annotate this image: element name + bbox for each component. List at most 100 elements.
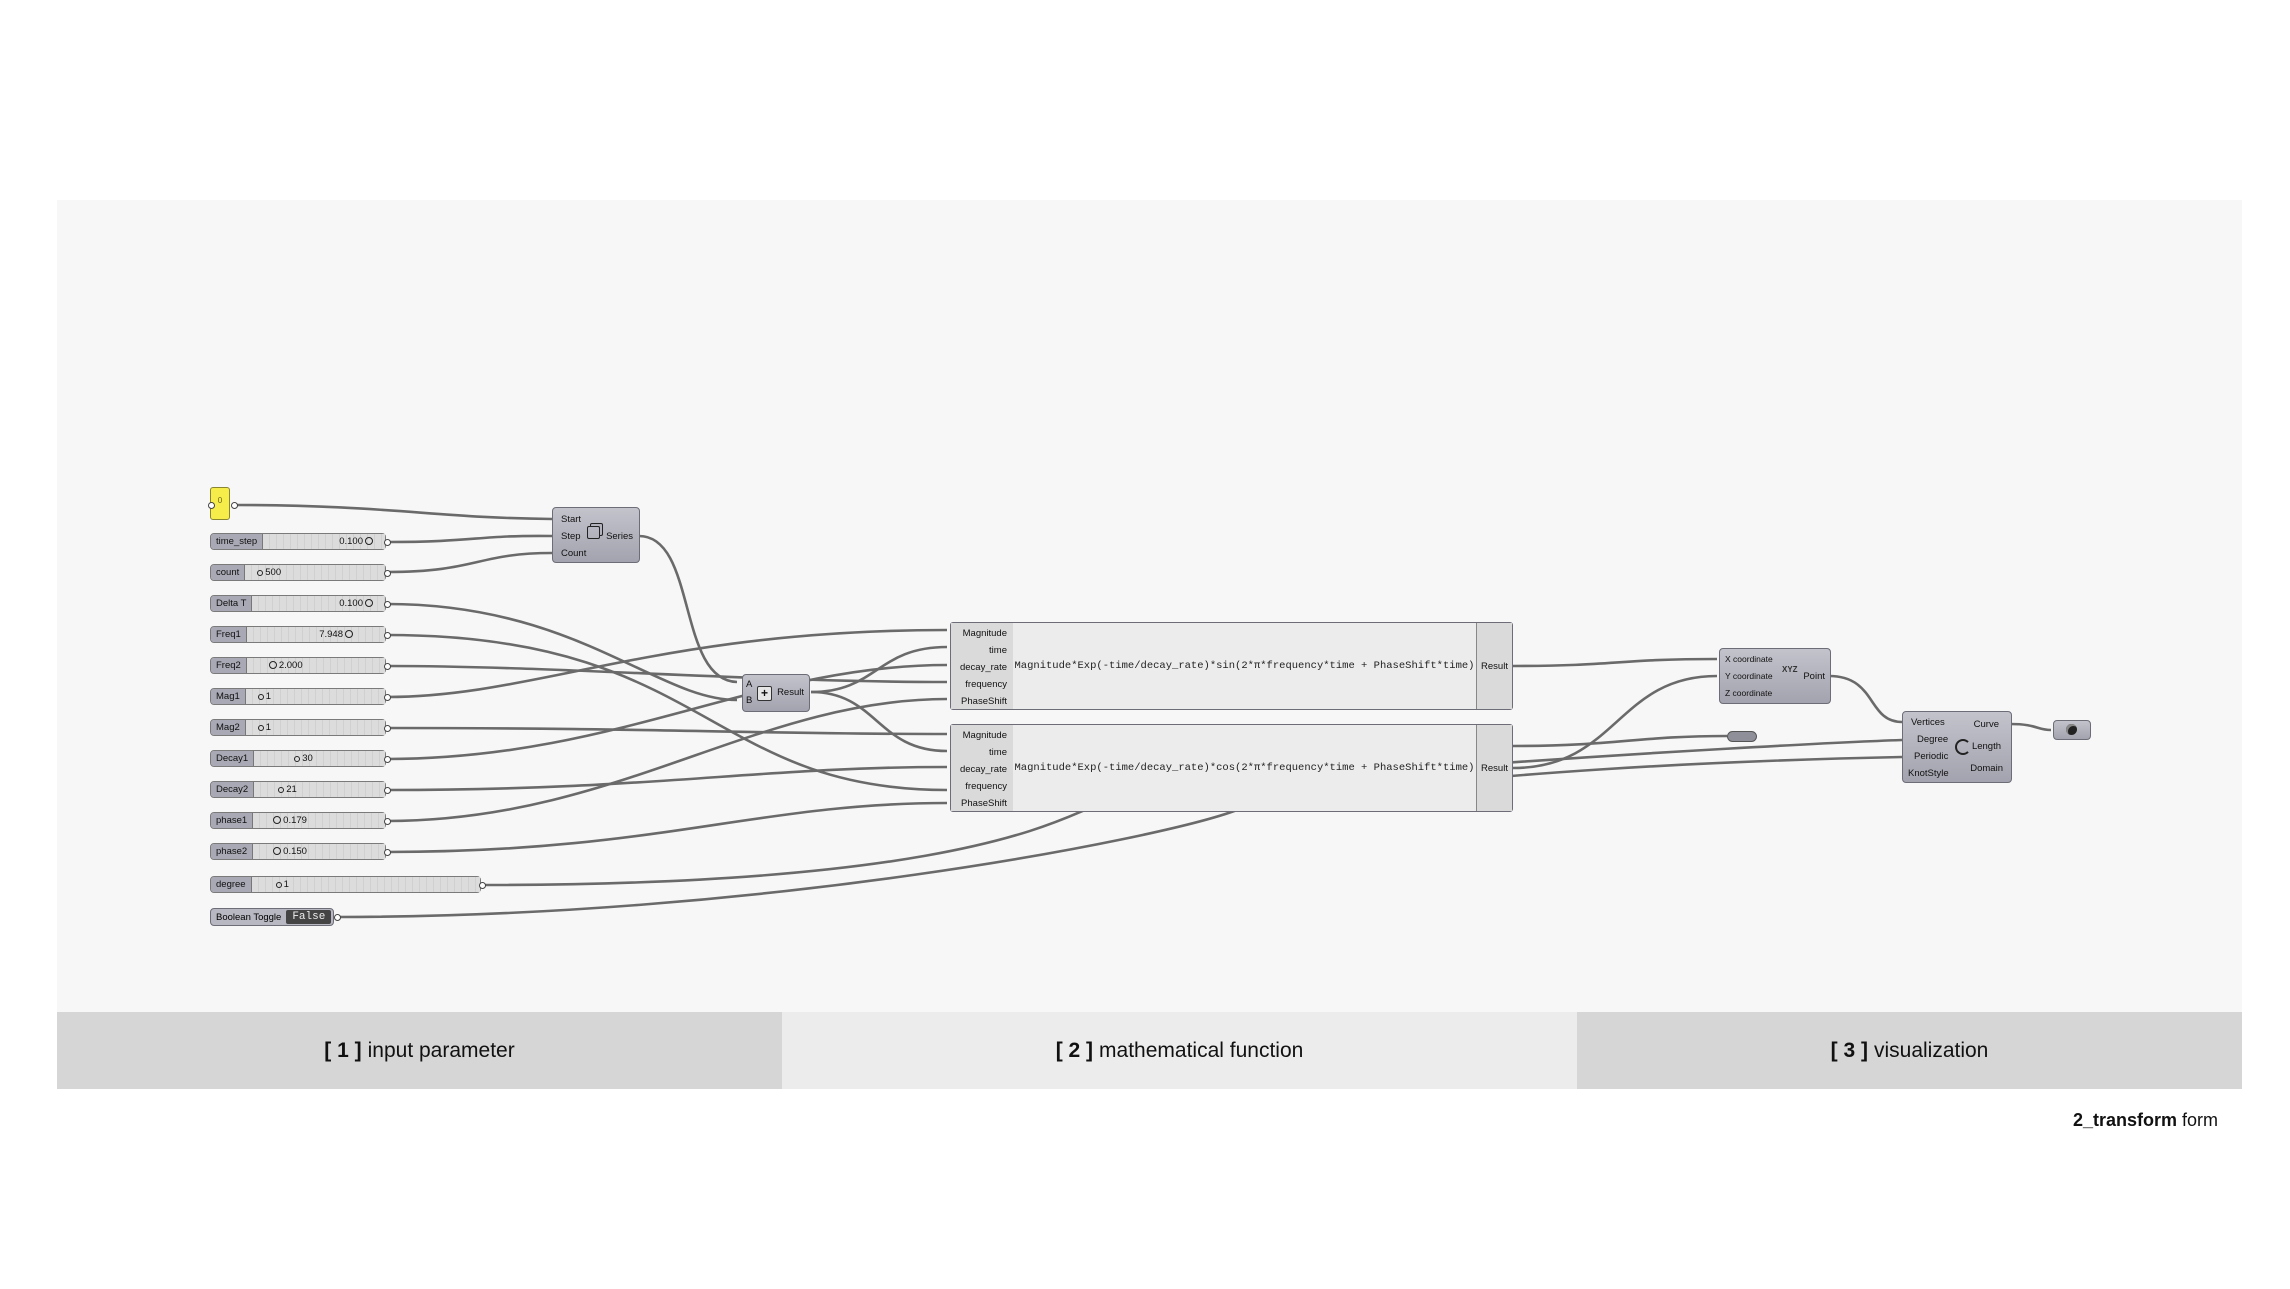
construct-point-component[interactable]: X coordinate Y coordinate Z coordinate X…: [1719, 648, 1831, 704]
slider-label: degree: [211, 877, 252, 892]
slider-grip-icon[interactable]: [275, 882, 282, 888]
grasshopper-canvas[interactable]: 0 time_step 0.100 count 500 Delta T 0.10…: [57, 200, 2242, 1012]
wire-count-series: [386, 551, 553, 574]
phase2-slider[interactable]: phase2 0.150: [210, 843, 386, 860]
slider-label: Freq2: [211, 658, 247, 673]
slider-grip-icon[interactable]: [365, 537, 373, 545]
slider-label: Mag1: [211, 689, 246, 704]
footer-caption: 2_transform form: [2073, 1110, 2218, 1131]
point-input-x: X coordinate: [1725, 654, 1773, 664]
addition-input-a: A: [746, 679, 753, 690]
nurbs-input-degree: Degree: [1917, 734, 1949, 745]
slider-value: 0.179: [283, 815, 307, 826]
slider-output-port[interactable]: [384, 539, 391, 546]
decay2-slider[interactable]: Decay2 21: [210, 781, 386, 798]
wire-phase2-expr2: [386, 801, 948, 854]
relay-node[interactable]: [1727, 731, 1757, 742]
phase1-slider[interactable]: phase1 0.179: [210, 812, 386, 829]
slider-label: phase1: [211, 813, 254, 828]
freq1-slider[interactable]: Freq1 7.948: [210, 626, 386, 643]
slider-grip-icon[interactable]: [257, 570, 264, 576]
slider-grip-icon[interactable]: [345, 630, 353, 638]
start-panel-input-port[interactable]: [208, 502, 215, 509]
slider-output-port[interactable]: [384, 663, 391, 670]
slider-label: time_step: [211, 534, 264, 549]
slider-grip-icon[interactable]: [257, 694, 264, 700]
time-step-slider[interactable]: time_step 0.100: [210, 533, 386, 550]
start-value: 0: [217, 496, 223, 505]
nurbs-output-length: Length: [1971, 741, 2001, 752]
slider-output-port[interactable]: [384, 849, 391, 856]
slider-grip-icon[interactable]: [268, 661, 277, 669]
nurbs-input-knotstyle: KnotStyle: [1908, 768, 1949, 779]
wire-expr2-y: [1512, 674, 1718, 770]
slider-value: 21: [286, 784, 297, 795]
toggle-label: Boolean Toggle: [216, 911, 282, 923]
plus-icon: +: [757, 686, 772, 701]
degree-slider[interactable]: degree 1: [210, 876, 481, 893]
toggle-output-port[interactable]: [334, 914, 341, 921]
wire-step-series: [386, 534, 553, 544]
start-panel-output-port[interactable]: [231, 502, 238, 509]
series-component[interactable]: Start Step Count Series: [552, 507, 640, 563]
expr2-formula[interactable]: Magnitude*Exp(-time/decay_rate)*cos(2*π*…: [1013, 725, 1477, 811]
decay1-slider[interactable]: Decay1 30: [210, 750, 386, 767]
slider-output-port[interactable]: [384, 756, 391, 763]
series-input-count: Count: [561, 548, 587, 559]
delta-t-slider[interactable]: Delta T 0.100: [210, 595, 386, 612]
wire-expr2-relay: [1512, 734, 1728, 748]
addition-component[interactable]: A B + Result: [742, 674, 810, 712]
mag1-slider[interactable]: Mag1 1: [210, 688, 386, 705]
slider-grip-icon[interactable]: [257, 725, 264, 731]
slider-label: Delta T: [211, 596, 253, 611]
mag2-slider[interactable]: Mag2 1: [210, 719, 386, 736]
panel-3-label: visualization: [1873, 1038, 1989, 1062]
slider-output-port[interactable]: [384, 601, 391, 608]
count-slider[interactable]: count 500: [210, 564, 386, 581]
series-icon: [587, 526, 600, 539]
slider-grip-icon[interactable]: [278, 787, 285, 793]
curve-icon: [1955, 739, 1971, 755]
slider-output-port[interactable]: [384, 725, 391, 732]
wire-start-series: [234, 503, 553, 521]
expr1-input-magnitude: Magnitude: [962, 628, 1007, 639]
wire-expr1-x: [1512, 657, 1718, 668]
toggle-value[interactable]: False: [286, 910, 332, 924]
wire-phase1-expr1: [386, 697, 948, 823]
boolean-toggle[interactable]: Boolean Toggle False: [210, 908, 334, 926]
expr1-formula[interactable]: Magnitude*Exp(-time/decay_rate)*sin(2*π*…: [1013, 623, 1477, 709]
wire-decay2-expr2: [386, 765, 948, 792]
slider-value: 1: [283, 879, 289, 890]
wire-result-time2: [810, 690, 948, 753]
panel-2-number: [ 2 ]: [1055, 1038, 1094, 1062]
wire-series-a: [638, 534, 738, 684]
expression-cos-component[interactable]: Magnitude time decay_rate frequency Phas…: [950, 724, 1513, 812]
panel-input-parameter: [ 1 ]input parameter: [57, 1012, 782, 1089]
panel-visualization: [ 3 ]visualization: [1577, 1012, 2242, 1089]
nurbs-curve-component[interactable]: Vertices Degree Periodic KnotStyle Curve…: [1902, 711, 2012, 783]
expression-sin-component[interactable]: Magnitude time decay_rate frequency Phas…: [950, 622, 1513, 710]
expr2-input-magnitude: Magnitude: [962, 730, 1007, 741]
slider-output-port[interactable]: [479, 882, 486, 889]
slider-output-port[interactable]: [384, 570, 391, 577]
slider-output-port[interactable]: [384, 632, 391, 639]
expr2-output: Result: [1477, 725, 1512, 811]
xyz-icon: XYZ: [1782, 665, 1798, 674]
wire-result-time1: [810, 645, 948, 694]
slider-grip-icon[interactable]: [294, 756, 301, 762]
slider-value: 7.948: [319, 629, 343, 640]
slider-grip-icon[interactable]: [365, 599, 373, 607]
slider-output-port[interactable]: [384, 694, 391, 701]
slider-output-port[interactable]: [384, 787, 391, 794]
slider-value: 0.100: [339, 598, 363, 609]
freq2-slider[interactable]: Freq2 2.000: [210, 657, 386, 674]
wire-toggle-nurbs: [337, 755, 1903, 919]
slider-grip-icon[interactable]: [273, 847, 282, 855]
slider-value: 2.000: [278, 660, 303, 671]
wire-decay1-expr1: [386, 663, 948, 761]
slider-grip-icon[interactable]: [273, 816, 282, 824]
slider-output-port[interactable]: [384, 818, 391, 825]
panel-mathematical-function: [ 2 ]mathematical function: [782, 1012, 1577, 1089]
series-input-step: Step: [561, 531, 581, 542]
curve-parameter[interactable]: [2053, 720, 2091, 740]
